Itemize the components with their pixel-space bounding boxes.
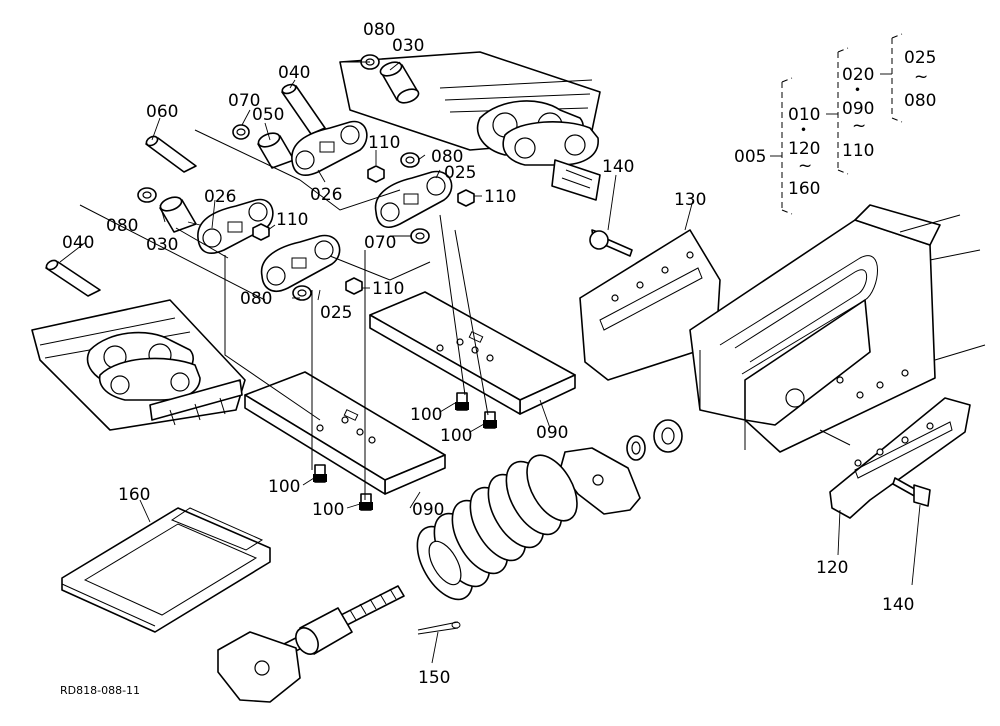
tree-node-110: 110 [842,141,874,161]
callout-110: 110 [368,133,400,153]
track-chain-left [31,299,246,431]
assembly-hierarchy-tree: 005 010 ・ 120 ~ 160 020 ・ 090 ~ 110 025 … [734,33,936,215]
callout-040: 040 [278,63,310,83]
idler-frame [689,204,986,453]
callout-090: 090 [536,423,568,443]
washer-080-low [292,285,312,301]
tension-rod [217,585,405,703]
callout-130: 130 [674,190,706,210]
nut-110-b [457,189,475,207]
leader-lines-right [139,174,921,664]
callout-160: 160 [118,485,150,505]
washer-080-mid [400,152,420,168]
nut-110-a [367,165,385,183]
link-026-top [291,120,368,176]
callout-040: 040 [62,233,94,253]
pin-040-top [281,83,326,135]
link-025-left [260,234,341,292]
washer-080-top [360,54,380,70]
tree-node-005: 005 [734,147,766,167]
callout-060: 060 [146,102,178,122]
tree-node-025: 025 [904,48,936,68]
callout-026: 026 [204,187,236,207]
callout-140: 140 [882,595,914,615]
callout-090: 090 [412,500,444,520]
callout-080: 080 [106,216,138,236]
washer-large [626,419,683,461]
callout-080: 080 [431,147,463,167]
callout-120: 120 [816,558,848,578]
callout-026: 026 [310,185,342,205]
callout-110: 110 [276,210,308,230]
bolt-140-top [589,229,633,257]
callout-025: 025 [320,303,352,323]
tree-tilde-2: ~ [852,116,866,136]
washer-070-b [410,228,430,244]
link-026-left [197,198,274,254]
bolt-100-d [359,493,373,511]
bolt-100-c [313,464,327,483]
callout-110: 110 [484,187,516,207]
link-025-top [374,170,453,228]
tree-dot-1: ・ [795,121,812,141]
drawing-code: RD818-088-11 [60,684,140,697]
callout-070: 070 [228,91,260,111]
bushing-030-left [159,196,197,233]
nut-110-c [252,223,270,241]
washer-080-left [137,187,157,203]
tree-tilde-1: ~ [798,156,812,176]
manual-160 [61,507,271,633]
bolt-100-b [483,411,497,429]
tree-node-010: 010 [788,105,820,125]
tree-node-120: 120 [788,139,820,159]
callout-030: 030 [392,36,424,56]
slide-plate-120 [829,397,971,519]
bolt-100-a [455,392,469,411]
callout-150: 150 [418,668,450,688]
tree-tilde-3: ~ [914,67,928,87]
pin-060 [145,135,197,173]
tree-node-090: 090 [842,99,874,119]
callout-100: 100 [268,477,300,497]
callout-140: 140 [602,157,634,177]
callout-110: 110 [372,279,404,299]
tree-dot-2: ・ [849,81,866,101]
callout-080: 080 [240,289,272,309]
track-shoe-090-left [244,371,446,495]
callout-050: 050 [252,105,284,125]
pin-040-left [45,259,101,297]
callout-100: 100 [440,426,472,446]
tree-node-080: 080 [904,91,936,111]
washer-070-top [232,124,250,140]
callout-100: 100 [410,405,442,425]
nut-110-d [345,277,363,295]
callout-080: 080 [363,20,395,40]
leader-lines [59,61,489,500]
track-shoe-090-right [369,291,576,415]
bolt-140-bottom [892,477,931,507]
callout-070: 070 [364,233,396,253]
recoil-spring [416,454,578,601]
tree-node-160: 160 [788,179,820,199]
callout-labels: 080 030 040 070 050 060 110 080 025 026 … [62,20,914,688]
cotter-pin-150 [417,621,461,635]
callout-100: 100 [312,500,344,520]
callout-030: 030 [146,235,178,255]
callout-025: 025 [444,163,476,183]
bushing-030-top [379,61,420,104]
tree-node-020: 020 [842,65,874,85]
